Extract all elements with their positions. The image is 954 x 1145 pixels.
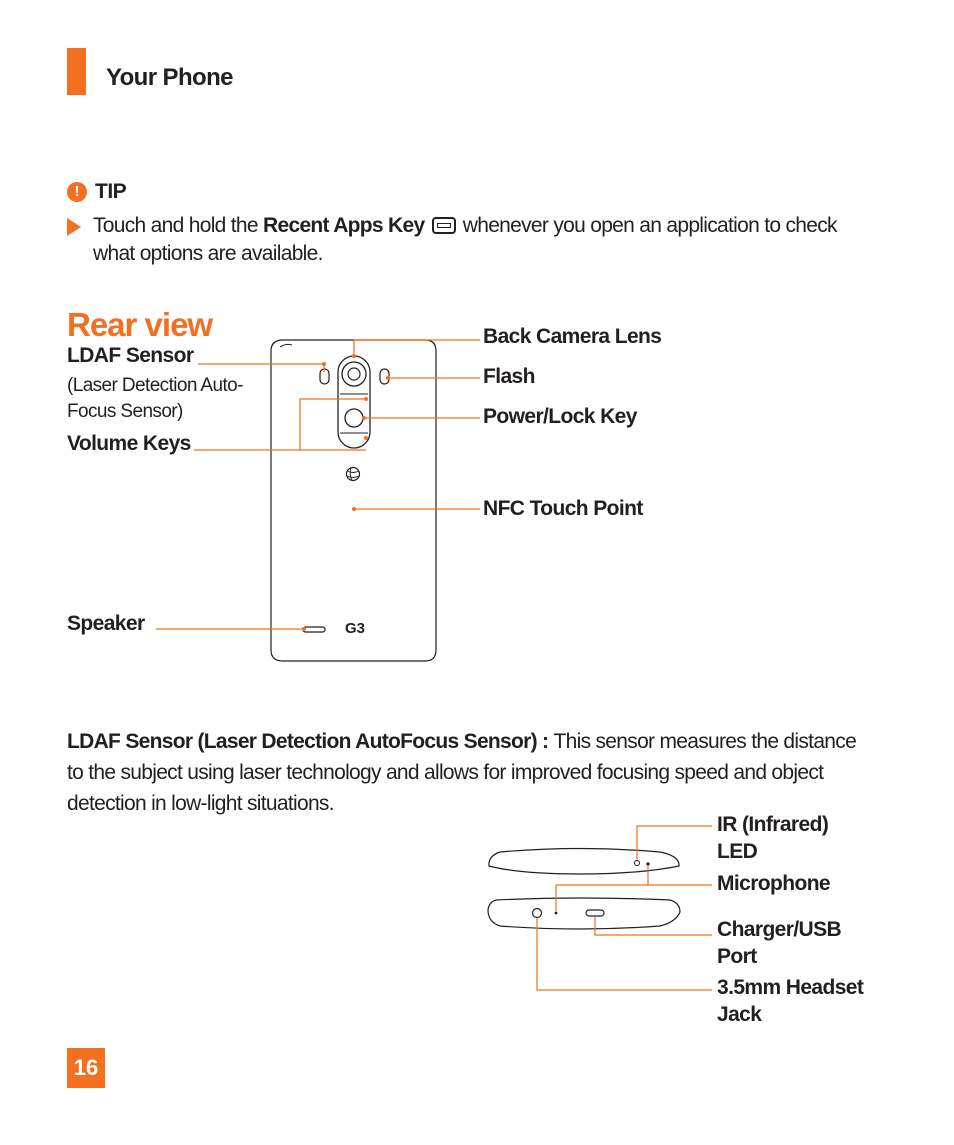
label-nfc-touch-point: NFC Touch Point <box>483 497 643 520</box>
rear-view-title: Rear view <box>67 306 213 343</box>
label-charger-usb-2: Port <box>717 945 757 968</box>
label-ir-led-1: IR (Infrared) <box>717 813 829 836</box>
tip-text-before: Touch and hold the <box>93 214 264 237</box>
label-ldaf-desc-1: (Laser Detection Auto- <box>67 375 243 396</box>
label-headset-jack-1: 3.5mm Headset <box>717 976 864 999</box>
ldaf-description: LDAF Sensor (Laser Detection AutoFocus S… <box>67 726 867 819</box>
label-flash: Flash <box>483 365 535 388</box>
camera-lens <box>341 361 367 387</box>
label-charger-usb-1: Charger/USB <box>717 918 842 941</box>
ldaf-body: This sensor measures the distance to the… <box>67 730 857 815</box>
exclamation-icon: ! <box>67 182 87 202</box>
tip-text: Touch and hold the Recent Apps Key whene… <box>93 212 883 268</box>
edge-leader-lines <box>536 825 712 991</box>
tip-text-after: whenever you open an application to chec… <box>93 214 838 265</box>
label-headset-jack-2: Jack <box>717 1003 762 1026</box>
header-accent-bar <box>67 48 86 95</box>
bullet-arrow-icon <box>67 218 81 236</box>
power-key <box>344 408 364 428</box>
ldaf-term: LDAF Sensor (Laser Detection AutoFocus S… <box>67 730 554 753</box>
section-title: Your Phone <box>106 64 234 91</box>
phone-bottom-edge <box>487 897 681 930</box>
tip-key-name: Recent Apps Key <box>263 214 425 237</box>
headset-jack-hole <box>531 907 543 919</box>
tip-label: TIP <box>95 180 127 203</box>
usb-port <box>585 909 605 917</box>
speaker-grill <box>302 626 326 633</box>
label-ldaf-desc-2: Focus Sensor) <box>67 401 183 422</box>
label-speaker: Speaker <box>67 612 145 635</box>
label-back-camera-lens: Back Camera Lens <box>483 325 662 348</box>
label-ldaf-sensor: LDAF Sensor <box>67 344 194 367</box>
carrier-logo-icon <box>345 466 361 482</box>
recent-apps-icon <box>431 217 456 234</box>
phone-rear-body <box>270 339 437 662</box>
label-microphone: Microphone <box>717 872 831 895</box>
phone-top-edge <box>488 847 680 875</box>
page-number: 16 <box>67 1048 105 1088</box>
label-ir-led-2: LED <box>717 840 758 863</box>
label-power-lock-key: Power/Lock Key <box>483 405 637 428</box>
label-volume-keys: Volume Keys <box>67 432 191 455</box>
ir-led-window <box>634 860 640 866</box>
phone-logo: G3 <box>345 620 365 637</box>
